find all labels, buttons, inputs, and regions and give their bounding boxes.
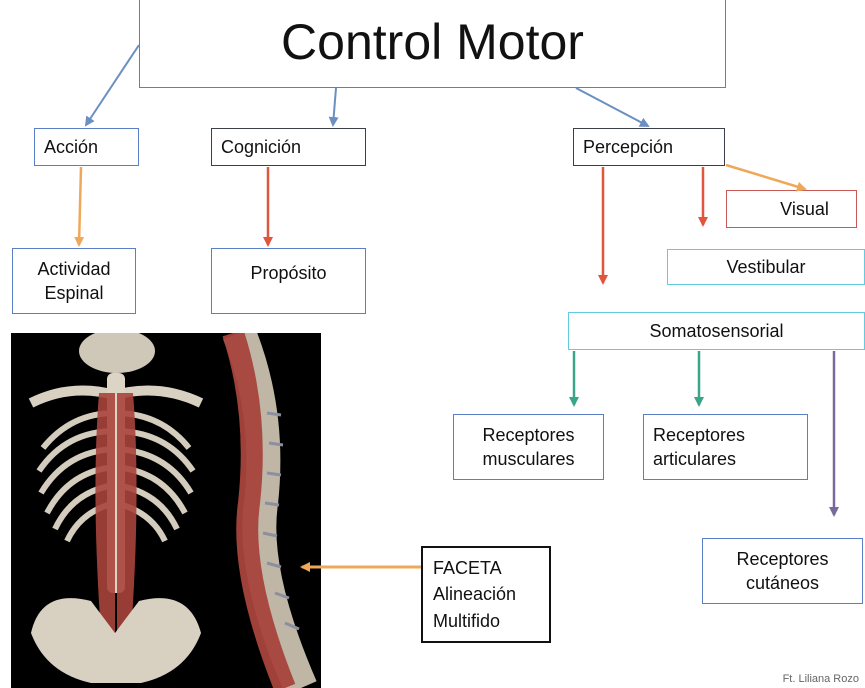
vestibular-node: Vestibular	[667, 249, 865, 285]
percepcion-label: Percepción	[583, 135, 673, 159]
visual-label: Visual	[754, 197, 829, 221]
visual-node: Visual	[726, 190, 857, 228]
receptores-musculares-node: Receptores musculares	[453, 414, 604, 480]
somatosensorial-node: Somatosensorial	[568, 312, 865, 350]
receptores-cutaneos-node: Receptores cutáneos	[702, 538, 863, 604]
receptores-musculares-label: Receptores musculares	[482, 423, 574, 472]
somatosensorial-label: Somatosensorial	[649, 319, 783, 343]
faceta-label: FACETA Alineación Multifido	[433, 555, 516, 633]
spine-anatomy-image	[11, 333, 321, 688]
actividad-espinal-node: Actividad Espinal	[12, 248, 136, 314]
arrow-accion-actividad	[79, 167, 81, 245]
accion-label: Acción	[44, 135, 98, 159]
actividad-espinal-label: Actividad Espinal	[37, 257, 110, 306]
arrow-title-cognicion	[333, 88, 336, 125]
receptores-cutaneos-label: Receptores cutáneos	[736, 547, 828, 596]
arrow-percepcion-visual	[726, 165, 805, 189]
cognicion-label: Cognición	[221, 135, 301, 159]
accion-node: Acción	[34, 128, 139, 166]
receptores-articulares-node: Receptores articulares	[643, 414, 808, 480]
cognicion-node: Cognición	[211, 128, 366, 166]
proposito-label: Propósito	[250, 261, 326, 285]
title-box: Control Motor	[139, 0, 726, 88]
faceta-node: FACETA Alineación Multifido	[421, 546, 551, 643]
credit-text: Ft. Liliana Rozo	[783, 673, 859, 685]
percepcion-node: Percepción	[573, 128, 725, 166]
diagram-title: Control Motor	[281, 17, 584, 67]
vestibular-label: Vestibular	[726, 255, 805, 279]
arrow-title-percepcion	[576, 88, 648, 126]
arrow-title-accion	[86, 45, 139, 125]
receptores-articulares-label: Receptores articulares	[653, 423, 745, 472]
proposito-node: Propósito	[211, 248, 366, 314]
